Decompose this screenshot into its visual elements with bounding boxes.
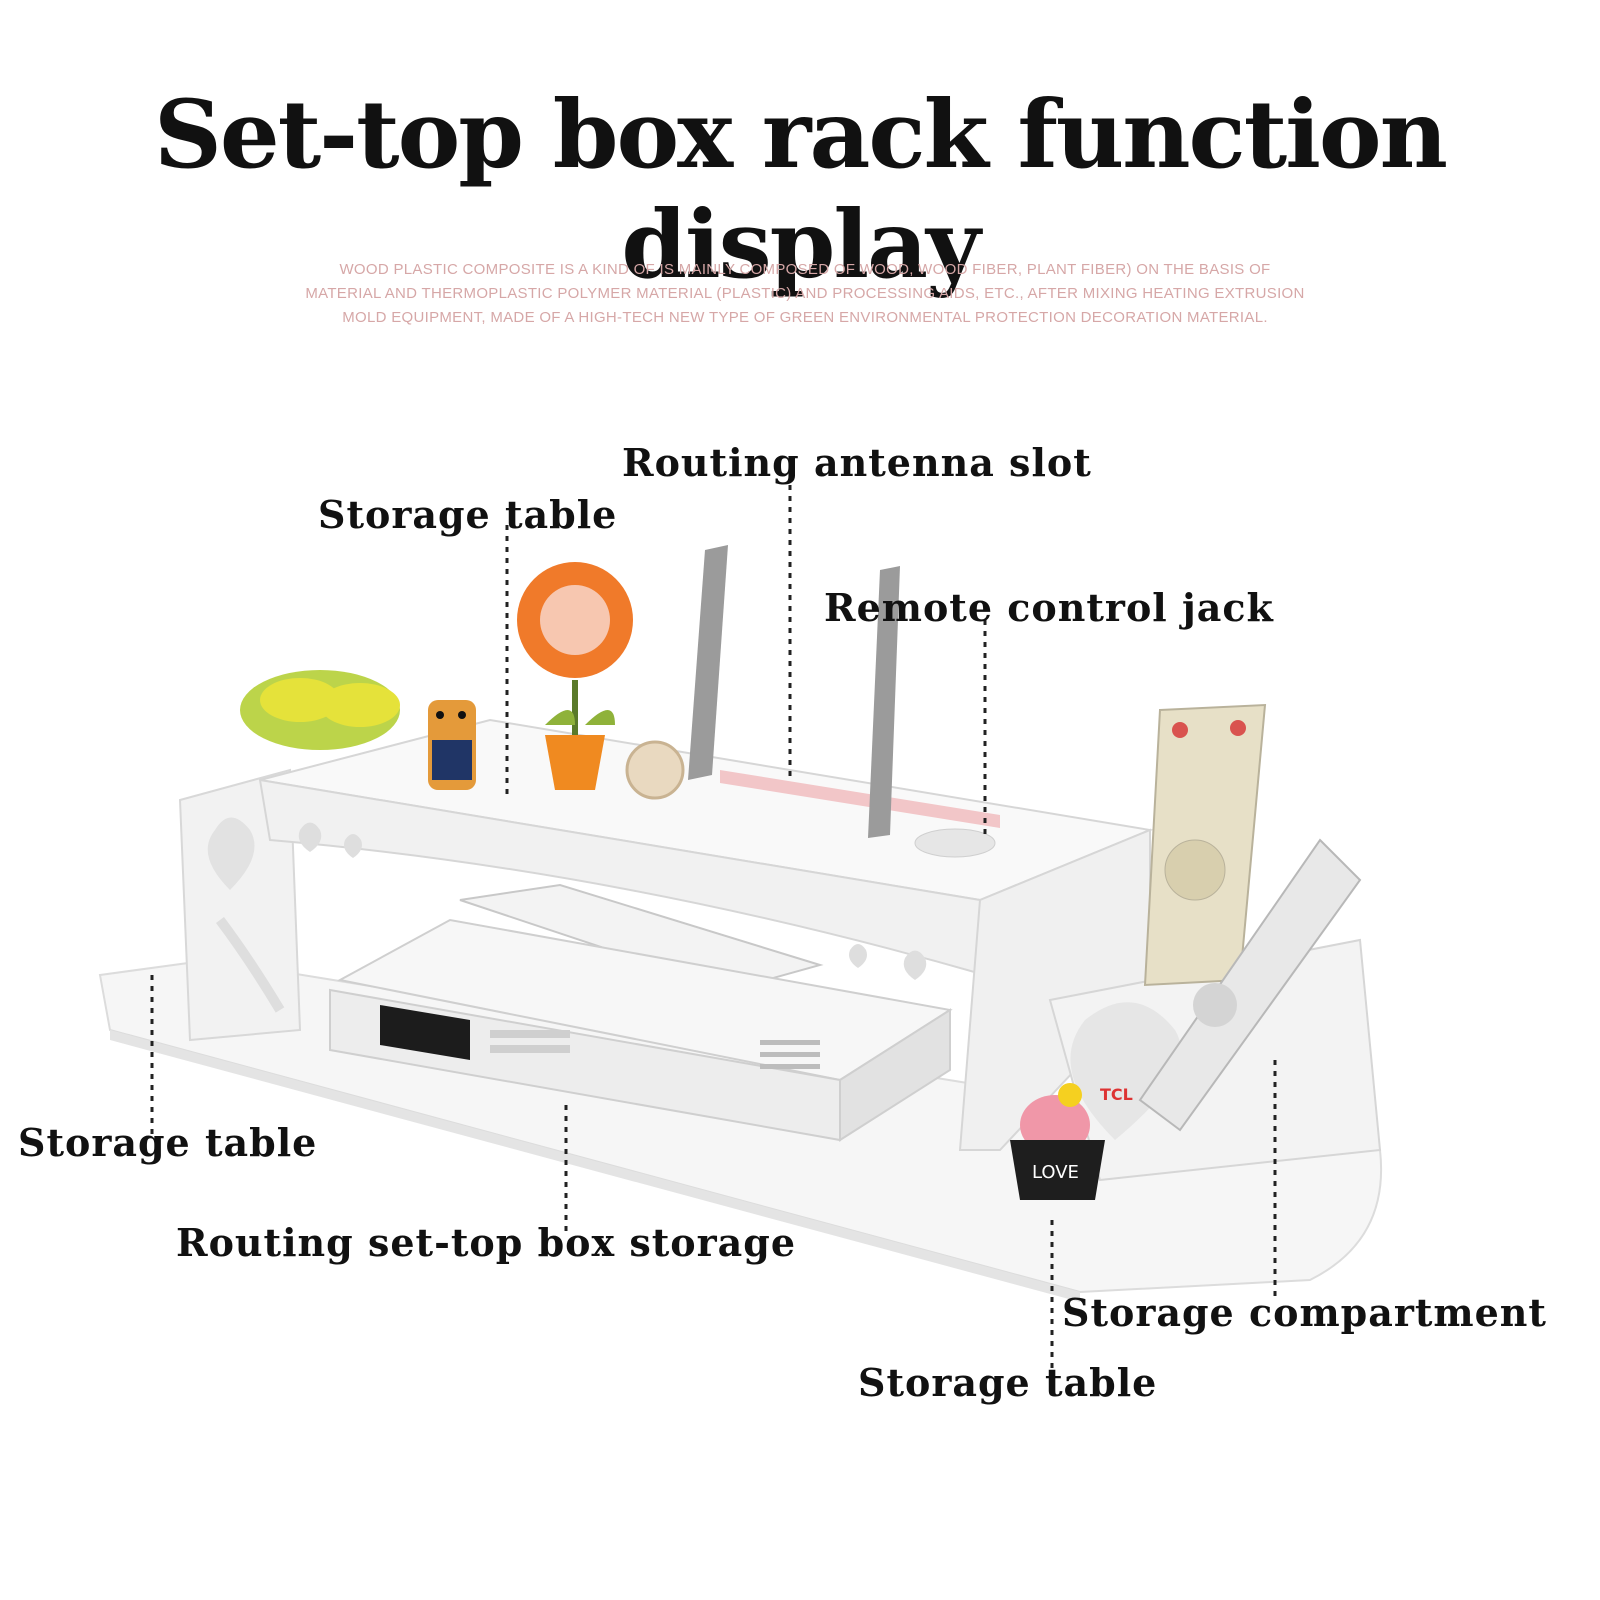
settop-box-side: [839, 1008, 951, 1142]
rattan-ball-decor: [625, 740, 685, 800]
remote-control-upright: [1143, 703, 1267, 987]
yellow-plant-decor: [240, 670, 400, 750]
leader-lines: [150, 485, 1277, 1375]
label-routing-set-top-box-storage: Routing set-top box storage: [176, 1220, 797, 1265]
label-remote-control-jack: Remote control jack: [824, 585, 1274, 630]
heart-cutouts: [298, 822, 927, 980]
remote-brand-text: TCL: [1100, 1085, 1133, 1104]
base-shelf-edge: [110, 1030, 1080, 1302]
cactus-pot-decor: LOVE: [1010, 1083, 1105, 1200]
cat-figure-decor: [428, 700, 476, 790]
page-title: Set-top box rack function display: [154, 80, 1448, 300]
material-description: WOOD PLASTIC COMPOSITE IS A KIND OF IS M…: [230, 258, 1380, 330]
description-line-3: MOLD EQUIPMENT, MADE OF A HIGH-TECH NEW …: [342, 309, 1268, 326]
label-routing-antenna-slot: Routing antenna slot: [622, 440, 1092, 485]
label-storage-table-bottom: Storage table: [858, 1360, 1158, 1405]
compartment-heart-cutout: [1070, 1002, 1181, 1140]
label-storage-table-left: Storage table: [18, 1120, 318, 1165]
left-heart-cutout: [207, 817, 255, 890]
antenna-right: [868, 566, 900, 838]
description-line-1: WOOD PLASTIC COMPOSITE IS A KIND OF IS M…: [339, 261, 1271, 278]
label-storage-table-top: Storage table: [318, 492, 618, 537]
label-storage-compartment: Storage compartment: [1062, 1290, 1547, 1335]
left-scroll-cutout: [215, 917, 285, 1013]
settop-box-buttons: [490, 1030, 570, 1053]
top-shelf-pink-strip: [720, 770, 1000, 828]
remote-jack-hole: [914, 828, 996, 858]
antenna-left: [688, 545, 728, 780]
settop-box-vents: [760, 1040, 820, 1069]
sunflower-pot-decor: [517, 562, 633, 790]
settop-box-display: [380, 1005, 470, 1060]
remote-control-tcl: TCL: [1100, 838, 1362, 1132]
pot-text: LOVE: [1032, 1162, 1079, 1183]
description-line-2: MATERIAL AND THERMOPLASTIC POLYMER MATER…: [305, 285, 1305, 302]
